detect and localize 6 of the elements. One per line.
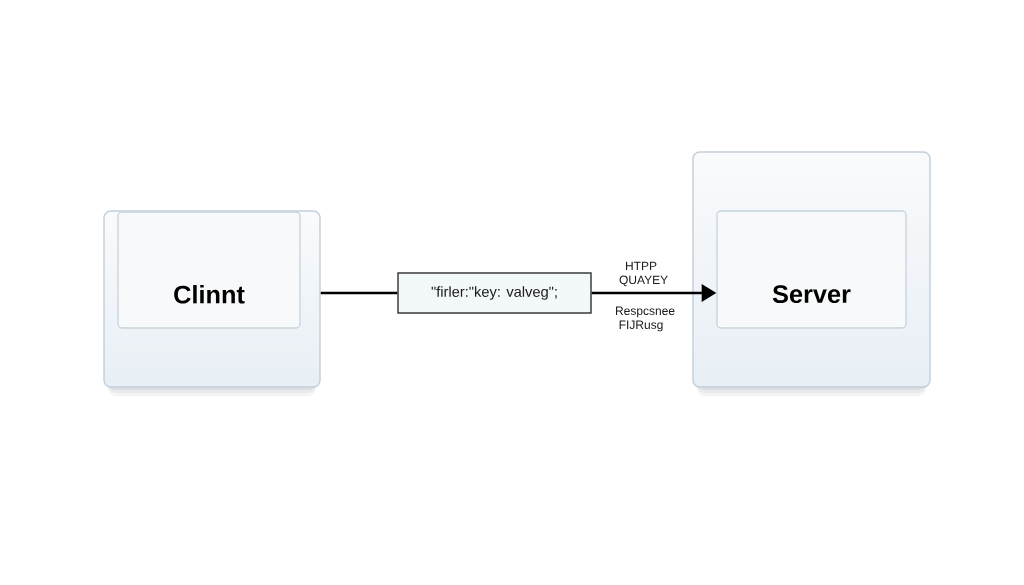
process-box: Server [716,210,907,329]
edge-label: HTPP QUAYEY [617,260,668,288]
text-box: "firler:"key: valveg"; [397,272,592,314]
process-box: Clinnt [117,211,301,329]
label-text: Respcsnee FIJRusg [616,306,675,332]
connector-line [320,291,398,295]
